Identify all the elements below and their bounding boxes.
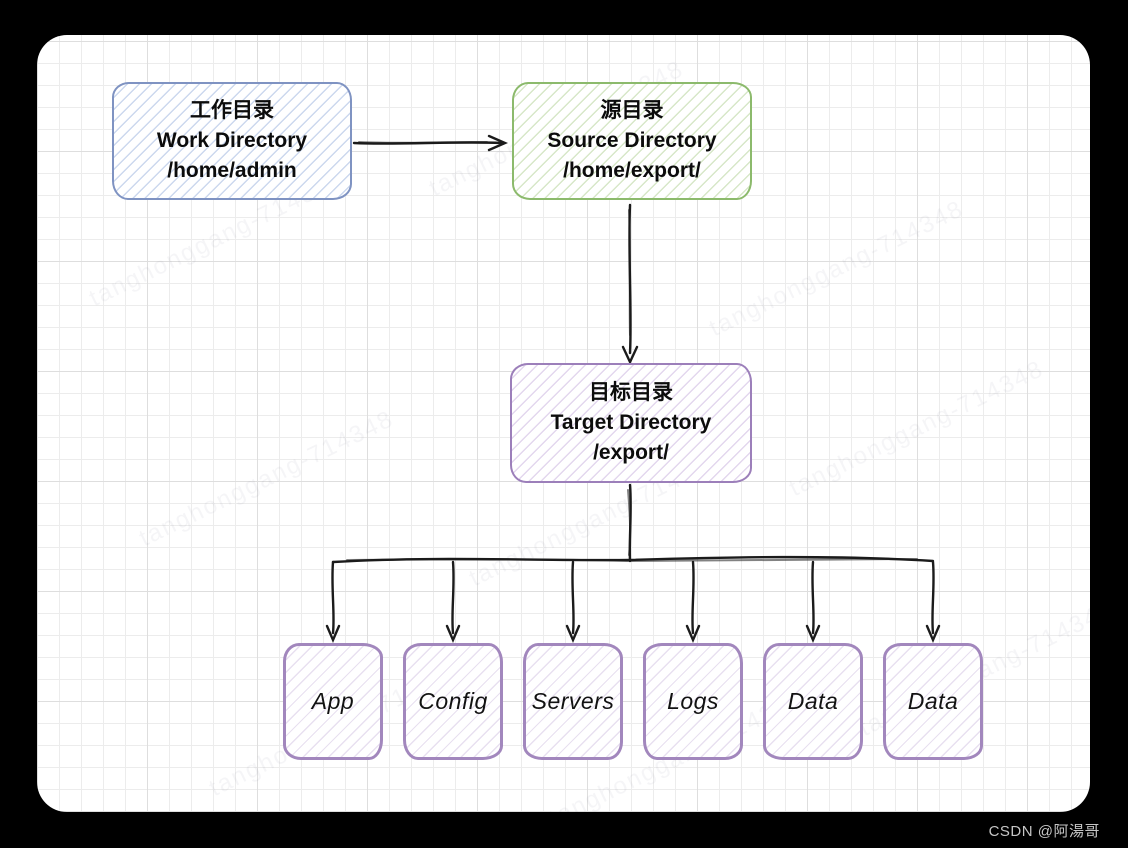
folder-label: Logs [667,688,719,714]
background-watermark: tanghonggang-714348 [705,195,969,342]
node-target-directory: 目标目录 Target Directory /export/ [510,363,752,483]
node-path: /export/ [593,441,669,464]
background-watermark: tanghonggang-714348 [135,405,399,552]
node-source-directory: 源目录 Source Directory /home/export/ [512,82,752,200]
folder-label: Config [418,688,488,714]
line-fanout-horizontal [331,555,935,564]
arrow-to-logs [691,560,695,635]
arrowhead-down-icon [325,624,341,644]
arrowhead-down-icon [925,624,941,644]
folder-label: App [311,688,355,714]
folder-label: Data [907,688,959,714]
node-path: /home/admin [167,159,297,182]
node-folder-data-2: Data [883,643,983,760]
node-title-en: Work Directory [156,129,308,152]
arrow-source-to-target [628,203,632,355]
node-title-zh: 工作目录 [190,99,274,122]
arrowhead-down-icon [565,624,581,644]
arrow-sketch-doubling [628,209,631,336]
background-watermark: tanghonggang-714348 [785,355,1049,502]
arrow-to-config [451,560,455,635]
node-folder-data-1: Data [763,643,863,760]
arrow-sketch-doubling [358,141,488,144]
arrow-to-data1 [811,560,815,635]
folder-label: Data [787,688,839,714]
node-title-en: Target Directory [550,411,712,434]
node-title-zh: 源目录 [600,99,664,122]
line-sketch-doubling [346,558,918,563]
arrowhead-down-icon [805,624,821,644]
node-folder-config: Config [403,643,503,760]
arrow-to-servers [571,560,575,635]
csdn-credit: CSDN @阿湯哥 [988,823,1100,840]
arrow-to-data2 [931,560,935,635]
node-folder-servers: Servers [523,643,623,760]
arrow-to-app [331,560,335,635]
arrow-work-to-source [352,141,503,145]
node-work-directory: 工作目录 Work Directory /home/admin [112,82,352,200]
node-folder-logs: Logs [643,643,743,760]
node-path: /home/export/ [563,159,701,182]
node-folder-app: App [283,643,383,760]
diagram-canvas: tanghonggang-714348 tanghonggang-714348 … [37,35,1090,812]
arrowhead-down-icon [445,624,461,644]
node-title-en: Source Directory [547,129,717,152]
folder-label: Servers [531,688,615,714]
node-title-zh: 目标目录 [589,381,673,404]
arrowhead-down-icon [685,624,701,644]
arrowhead-down-icon [621,345,639,365]
